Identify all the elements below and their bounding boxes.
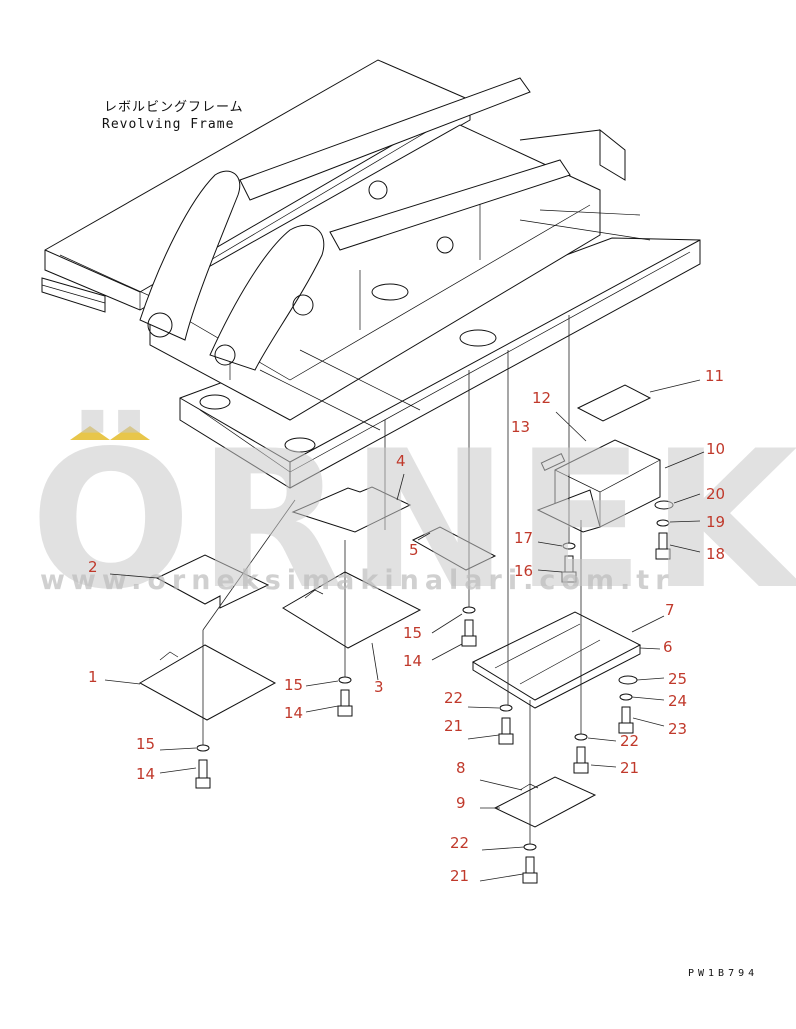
assembly-lines bbox=[202, 315, 582, 844]
watermark-accent-left bbox=[70, 426, 110, 440]
callout-24: 24 bbox=[668, 692, 687, 710]
plate-part-9 bbox=[493, 776, 597, 828]
plate-part-1 bbox=[138, 644, 277, 721]
cover-part-4 bbox=[291, 486, 412, 533]
callout-22-a: 22 bbox=[444, 689, 463, 707]
callout-1: 1 bbox=[88, 668, 98, 686]
callout-22-b: 22 bbox=[620, 732, 639, 750]
washer-22-b bbox=[574, 733, 588, 741]
callout-20: 20 bbox=[706, 485, 725, 503]
callout-16: 16 bbox=[514, 562, 533, 580]
cover-part-11 bbox=[576, 384, 652, 422]
callouts: 1 2 3 4 5 6 7 8 9 10 11 12 13 14 15 14 1… bbox=[88, 367, 725, 885]
title-english: Revolving Frame bbox=[102, 117, 234, 132]
callout-22-c: 22 bbox=[450, 834, 469, 852]
callout-23: 23 bbox=[668, 720, 687, 738]
callout-14-a: 14 bbox=[136, 765, 155, 783]
washer-19 bbox=[656, 519, 670, 527]
watermark-accent-right bbox=[110, 426, 150, 440]
callout-21-c: 21 bbox=[450, 867, 469, 885]
washer-15-b bbox=[338, 676, 352, 684]
watermark-url: www.orneksimakinalari.com.tr bbox=[40, 565, 675, 596]
covers bbox=[138, 384, 661, 828]
watermark: ÖRNEK www.orneksimakinalari.com.tr bbox=[30, 409, 796, 631]
callout-14-b: 14 bbox=[284, 704, 303, 722]
revolving-frame bbox=[41, 59, 701, 489]
callout-15-a: 15 bbox=[136, 735, 155, 753]
callout-14-c: 14 bbox=[403, 652, 422, 670]
callout-6: 6 bbox=[663, 638, 673, 656]
plate-part-5 bbox=[411, 526, 497, 571]
callout-13: 13 bbox=[511, 418, 530, 436]
callout-3: 3 bbox=[374, 678, 384, 696]
callout-4: 4 bbox=[396, 452, 406, 470]
washer-20 bbox=[654, 500, 674, 510]
callout-5: 5 bbox=[409, 541, 419, 559]
callout-12: 12 bbox=[532, 389, 551, 407]
callout-10: 10 bbox=[706, 440, 725, 458]
callout-15-c: 15 bbox=[403, 624, 422, 642]
callout-11: 11 bbox=[705, 367, 724, 385]
callout-25: 25 bbox=[668, 670, 687, 688]
washer-24 bbox=[619, 693, 633, 701]
callout-21-b: 21 bbox=[620, 759, 639, 777]
callout-2: 2 bbox=[88, 558, 98, 576]
cover-part-2 bbox=[155, 554, 270, 609]
title-japanese: レボルビングフレーム bbox=[104, 100, 244, 115]
callout-15-b: 15 bbox=[284, 676, 303, 694]
drawing-number: PW1B794 bbox=[688, 968, 758, 979]
washer-15-a bbox=[196, 744, 210, 752]
callout-8: 8 bbox=[456, 759, 466, 777]
callout-18: 18 bbox=[706, 545, 725, 563]
callout-9: 9 bbox=[456, 794, 466, 812]
callout-7: 7 bbox=[665, 601, 675, 619]
callout-19: 19 bbox=[706, 513, 725, 531]
washer-25 bbox=[618, 675, 638, 685]
watermark-brand: ÖRNEK bbox=[30, 409, 796, 631]
hardware bbox=[195, 453, 674, 884]
frame-title: レボルビングフレーム Revolving Frame bbox=[102, 100, 244, 132]
washer-22-c bbox=[523, 843, 537, 851]
callout-17: 17 bbox=[514, 529, 533, 547]
bolt-12 bbox=[540, 453, 566, 471]
callout-21-a: 21 bbox=[444, 717, 463, 735]
washer-22-a bbox=[499, 704, 513, 712]
